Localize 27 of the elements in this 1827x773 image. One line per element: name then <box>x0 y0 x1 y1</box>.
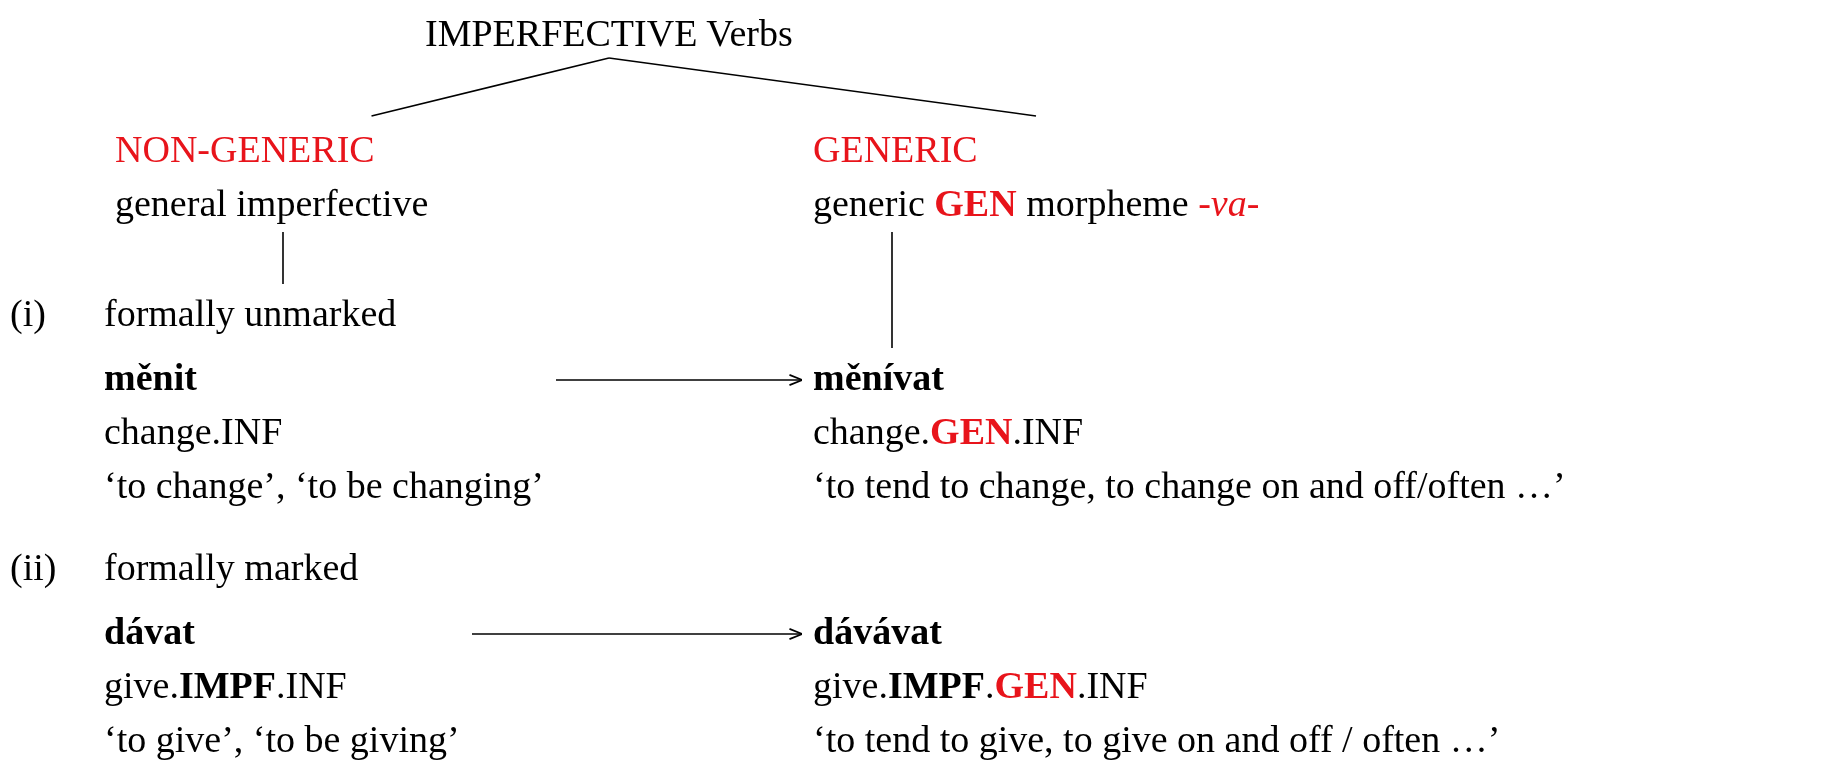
node-text: general imperfective <box>115 181 429 226</box>
node-text: change.GEN.INF <box>813 409 1085 454</box>
node-heading: měnívat <box>813 355 945 400</box>
node-heading: dávat <box>104 609 196 654</box>
connector-line <box>891 231 893 349</box>
node-heading: formally marked <box>104 545 359 590</box>
example-number: (ii) <box>10 545 57 590</box>
node-text: change.INF <box>104 409 284 454</box>
connector-line <box>282 231 284 285</box>
node-heading: NON-GENERIC <box>115 127 376 172</box>
node-text: generic GEN morpheme -va- <box>813 181 1260 226</box>
node-heading: GENERIC <box>813 127 979 172</box>
node-heading: měnit <box>104 355 198 400</box>
node-text: give.IMPF.INF <box>104 663 348 708</box>
node-text: ‘to tend to change, to change on and off/often …’ <box>813 463 1566 508</box>
node-text: ‘to tend to give, to give on and off / often …’ <box>813 717 1501 762</box>
node-heading: dávávat <box>813 609 943 654</box>
arrow <box>555 374 804 386</box>
connector-line <box>370 57 610 117</box>
node-text: ‘to change’, ‘to be changing’ <box>104 463 544 508</box>
node-heading: formally unmarked <box>104 291 397 336</box>
connector-line <box>608 57 1037 117</box>
node-text: ‘to give’, ‘to be giving’ <box>104 717 460 762</box>
example-number: (i) <box>10 291 46 336</box>
arrow <box>471 628 804 640</box>
node-text: give.IMPF.GEN.INF <box>813 663 1149 708</box>
tree-root-label: IMPERFECTIVE Verbs <box>425 11 793 56</box>
